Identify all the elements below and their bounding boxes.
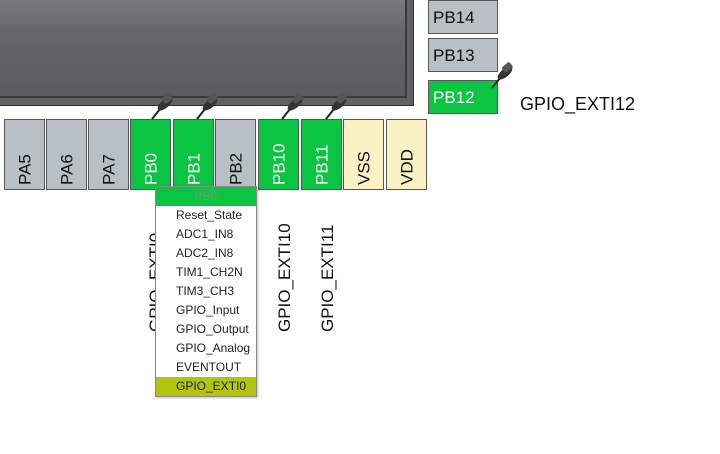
mcu-chip-body [0,0,414,106]
menu-item-gpio-analog[interactable]: GPIO_Analog [176,341,251,355]
pin-pb13[interactable]: PB13 [428,38,498,72]
pin-label: PA5 [15,154,34,185]
menu-item-reset-state[interactable]: Reset_State [176,208,243,222]
pin-pb12[interactable]: PB12 [428,80,498,114]
menu-item-adc1-in8[interactable]: ADC1_IN8 [176,227,234,241]
pin-label: PA6 [57,154,76,185]
pushpin-icon[interactable] [322,93,350,121]
menu-item-tim3-ch3[interactable]: TIM3_CH3 [176,284,235,298]
pushpin-icon[interactable] [278,93,306,121]
pin-label: VSS [354,150,373,185]
pin-vss[interactable]: VSS [343,119,384,190]
pin-label: VDD [397,149,416,185]
pin-vdd[interactable]: VDD [386,119,427,190]
pin-pa7[interactable]: PA7 [88,119,129,190]
pin-label: PB11 [312,144,331,185]
pin-label: PB13 [433,46,475,65]
pin-pb1[interactable]: PB1 [173,119,214,190]
pin-label: PB0 [141,152,160,185]
pin-pb11[interactable]: PB11 [301,119,342,190]
menu-item-tim1-ch2n[interactable]: TIM1_CH2N [176,265,243,279]
mcu-chip-surface [0,0,407,98]
pushpin-icon[interactable] [148,93,176,121]
pushpin-icon[interactable] [193,93,221,121]
pin-function-menu: PB0 Reset_State ADC1_IN8 ADC2_IN8 TIM1_C… [155,186,257,397]
pushpin-icon[interactable] [488,62,516,90]
pin-pb0[interactable]: PB0 [130,119,171,190]
menu-item-eventout[interactable]: EVENTOUT [176,360,242,374]
pin-pb2[interactable]: PB2 [215,119,256,190]
pin-pa6[interactable]: PA6 [46,119,87,190]
menu-item-adc2-in8[interactable]: ADC2_IN8 [176,246,234,260]
pin-label: PB1 [184,152,203,185]
pin-label: PB2 [226,152,245,185]
signal-label-pb10: GPIO_EXTI10 [275,223,294,332]
menu-item-gpio-input[interactable]: GPIO_Input [176,303,240,317]
menu-item-gpio-exti0[interactable]: GPIO_EXTI0 [156,377,256,396]
signal-label-pb11: GPIO_EXTI11 [318,224,337,332]
menu-item-gpio-output[interactable]: GPIO_Output [176,322,249,336]
pin-label: PB10 [269,143,288,185]
pin-pb14[interactable]: PB14 [428,0,498,34]
pin-label: PA7 [99,154,118,185]
pin-pa5[interactable]: PA5 [4,119,45,190]
pin-label: PB14 [433,8,475,27]
pin-pb10[interactable]: PB10 [258,119,299,190]
signal-label-pb12: GPIO_EXTI12 [520,94,636,114]
menu-header: PB0 [156,187,256,206]
pin-label: PB12 [433,88,475,107]
